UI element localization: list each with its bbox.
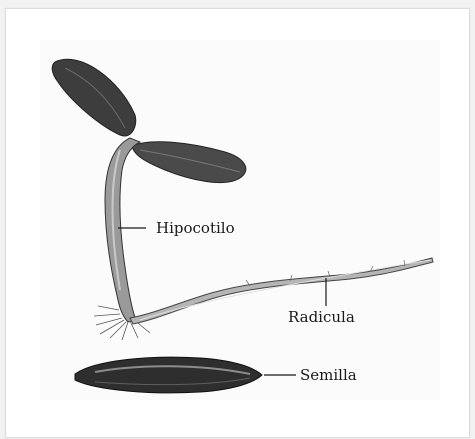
hypocotyl-label: Hipocotilo <box>156 219 235 237</box>
radicle-label: Radicula <box>288 308 355 326</box>
seed-label: Semilla <box>300 366 357 384</box>
